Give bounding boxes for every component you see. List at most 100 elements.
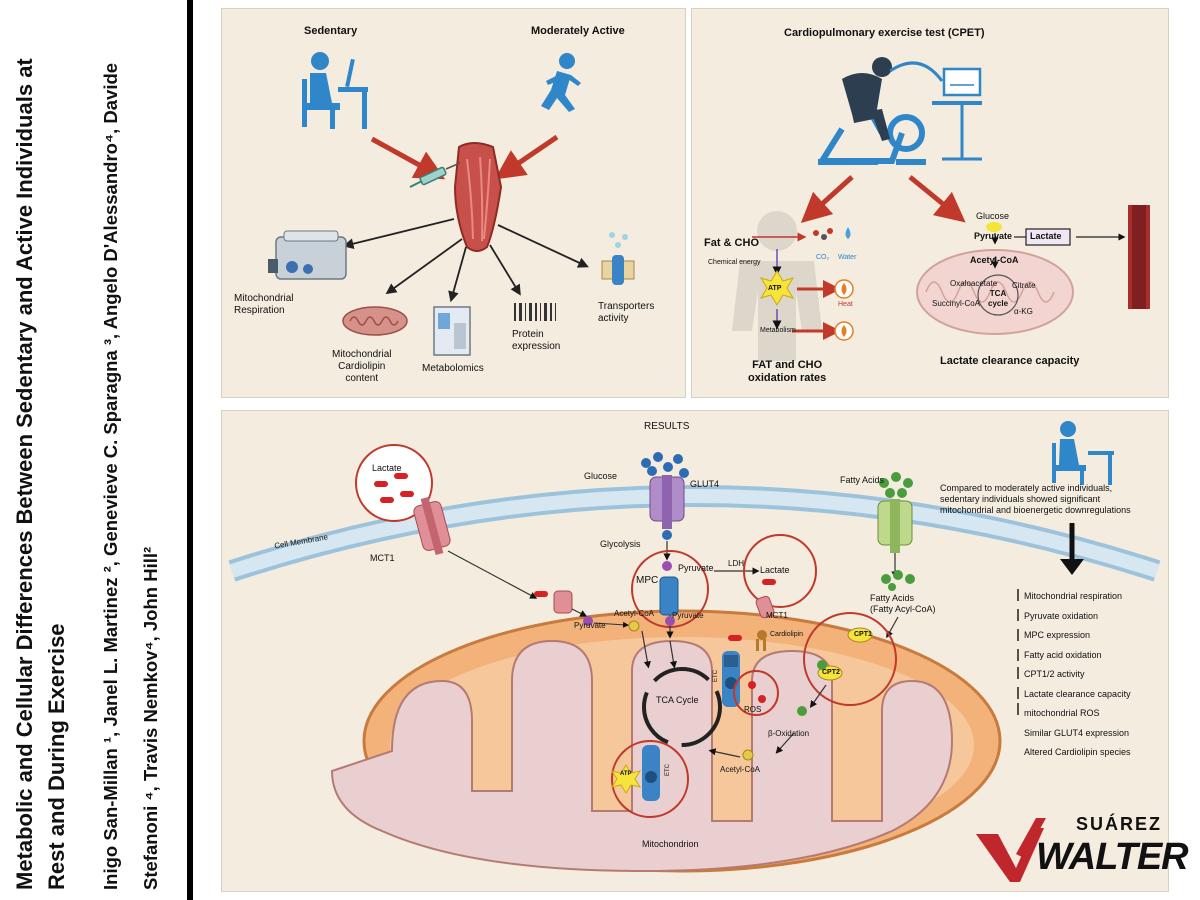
label-citrate: Citrate — [1012, 281, 1036, 290]
finding-item: Fatty acid oxidation — [1024, 649, 1102, 660]
finding-item: mitochondrial ROS — [1024, 708, 1100, 718]
muscle-icon — [453, 142, 503, 252]
logo-top-text: SUÁREZ — [1076, 814, 1163, 834]
label-moderately-active: Moderately Active — [531, 25, 625, 37]
label-akg: α-KG — [1014, 307, 1033, 316]
summary-text: Compared to moderately active individual… — [940, 483, 1131, 516]
label-glucose: Glucose — [976, 211, 1010, 221]
breathing-tube — [889, 61, 944, 82]
running-person-icon — [541, 53, 581, 112]
label-transporters-l2: activity — [598, 313, 629, 324]
label-lactate-clearance: Lactate clearance capacity — [940, 355, 1080, 367]
cardiolipin-icon — [756, 630, 767, 651]
label-pyruvate: Pyruvate — [974, 231, 1013, 241]
label-fatty-acyl-l1: Fatty Acids — [870, 593, 915, 603]
etc-complex-upper — [722, 651, 740, 707]
atp-etc-circle — [611, 740, 689, 818]
arrow-to-lactate — [908, 175, 966, 223]
lactate-box — [1025, 228, 1071, 246]
label-mct1-b: MCT1 — [766, 611, 788, 620]
fatty-acid-molecules — [879, 472, 913, 498]
etc-complex-lower — [642, 745, 660, 801]
lactate-zoom-circle — [355, 444, 433, 522]
label-tca: TCA cycle — [988, 289, 1008, 309]
sedentary-person-results-icon — [1052, 421, 1114, 485]
label-fatty-acids: Fatty Acids — [840, 475, 885, 485]
label-co2: CO₂ — [816, 254, 830, 261]
label-cardiolipin: Mitochondrial Cardiolipin content — [332, 349, 391, 385]
label-ros: ROS — [744, 705, 762, 714]
fatty-acid-transporter-icon — [877, 499, 913, 553]
divider-bar — [187, 0, 193, 900]
label-mct1: MCT1 — [370, 553, 395, 563]
panel-results: RESULTS Lactate Glucose GLUT4 Fatty Acid… — [221, 410, 1169, 892]
label-tca-cycle: TCA Cycle — [656, 695, 699, 705]
panel-cpet: Cardiopulmonary exercise test (CPET) Fat… — [691, 8, 1169, 398]
label-transporters-l1: Transporters — [598, 301, 655, 312]
walter-suarez-logo: SUÁREZ WALTER — [972, 814, 1189, 886]
label-tca-l2: cycle — [988, 299, 1009, 308]
label-results: RESULTS — [644, 421, 690, 432]
label-cardiolipin-l1: Mitochondrial — [332, 349, 392, 360]
side-title-area: Metabolic and Cellular Differences Betwe… — [0, 0, 190, 900]
label-metabolism: Metabolism — [760, 327, 796, 334]
label-transporters: Transporters activity — [598, 301, 654, 325]
label-cpet-title: Cardiopulmonary exercise test (CPET) — [784, 27, 985, 39]
finding-item: MPC expression — [1024, 630, 1091, 640]
arrow-active — [494, 134, 559, 180]
label-sedentary: Sedentary — [304, 25, 358, 37]
label-mito-respiration-l1: Mitochondrial — [234, 293, 294, 304]
label-fat-oxidation-l2: oxidation rates — [748, 372, 827, 384]
label-etc-lower: ETC — [665, 764, 671, 776]
cyclist-icon — [842, 57, 892, 141]
label-mitochondrion: Mitochondrion — [642, 839, 699, 849]
label-fat-oxidation: FAT and CHO oxidation rates — [748, 359, 826, 385]
atp-star-icon — [610, 764, 642, 794]
label-protein-l1: Protein — [512, 329, 544, 340]
label-lactate: Lactate — [1030, 231, 1062, 241]
label-beta-ox: β-Oxidation — [768, 729, 810, 738]
label-etc-upper: ETC — [713, 670, 719, 682]
blood-vessel-icon — [1128, 205, 1150, 309]
sedentary-person-icon — [302, 52, 368, 129]
label-acetyl-coa: Acetyl-CoA — [970, 255, 1019, 265]
ros-circle — [733, 670, 779, 716]
label-mpc: MPC — [636, 575, 659, 586]
label-succinyl: Succinyl-CoA — [932, 299, 981, 308]
label-pyruvate-left: Pyruvate — [574, 621, 606, 630]
label-cpt1: CPT1 — [854, 631, 872, 638]
label-fat-cho: Fat & CHO — [704, 237, 759, 249]
label-glycolysis: Glycolysis — [600, 539, 641, 549]
label-mito-respiration: Mitochondrial Respiration — [234, 293, 293, 317]
glucose-molecules — [641, 452, 689, 478]
atp-burst-icon — [759, 270, 795, 306]
summary-l1: Compared to moderately active individual… — [940, 483, 1113, 493]
syringe-icon — [409, 162, 461, 188]
label-cardiolipin-l2: Cardiolipin — [338, 361, 386, 372]
label-fatty-acyl-l2: (Fatty Acyl-CoA) — [870, 604, 936, 614]
respirometer-icon — [268, 230, 347, 280]
finding-item: Pyruvate oxidation — [1024, 610, 1099, 621]
mitochondrion-small-icon — [342, 306, 408, 336]
label-mito-respiration-l2: Respiration — [234, 305, 285, 316]
label-atp: ATP — [768, 285, 782, 292]
mct1-transporter-icon — [413, 496, 451, 556]
authors-line-1: Inigo San-Millan ¹, Janel L. Martinez ²,… — [100, 62, 121, 890]
label-glucose-ext: Glucose — [584, 471, 618, 481]
label-pyruvate-c: Pyruvate — [678, 563, 714, 573]
findings-list: Mitochondrial respiration Pyruvate oxida… — [1024, 587, 1131, 763]
title-line-2: Rest and During Exercise — [44, 623, 69, 890]
label-protein: Protein expression — [512, 329, 560, 353]
rotated-title-block: Metabolic and Cellular Differences Betwe… — [0, 0, 190, 900]
finding-item: Similar GLUT4 expression — [1024, 727, 1130, 738]
cpt-zoom-circle — [803, 612, 897, 706]
summary-l3: mitochondrial and bioenergetic downregul… — [940, 505, 1131, 515]
mass-spectrometer-icon — [433, 306, 471, 356]
label-oxaloacetate: Oxaloacetate — [950, 279, 998, 288]
downregulation-arrow — [1060, 559, 1084, 575]
label-acetyl-coa-2: Acetyl-CoA — [720, 765, 761, 774]
panel-a-graphics — [268, 52, 635, 356]
label-water: Water — [838, 254, 857, 261]
panel-study-design: Sedentary Moderately Active Mitochondria… — [221, 8, 686, 398]
label-heat: Heat — [838, 301, 853, 308]
